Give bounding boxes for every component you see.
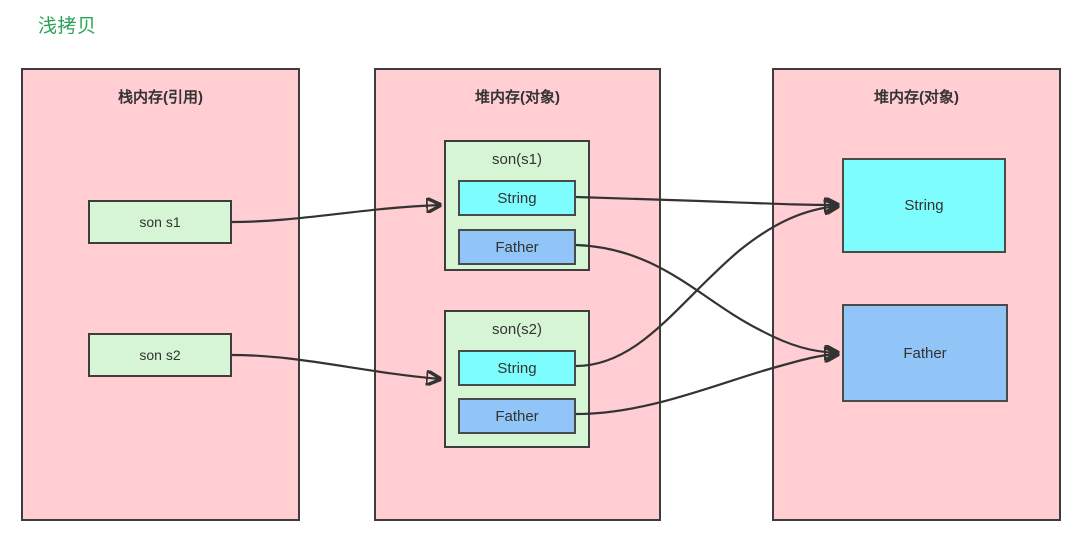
page-title: 浅拷贝 <box>38 16 97 37</box>
reference-box-son-s2[interactable]: son s2 <box>88 333 232 377</box>
object-group-son-s2[interactable]: son(s2) String Father <box>444 310 590 448</box>
panel-heap-values: 堆内存(对象) <box>772 68 1061 521</box>
heap-box-father[interactable]: Father <box>842 304 1008 402</box>
field-box-string[interactable]: String <box>458 180 576 216</box>
field-label: Father <box>495 238 539 256</box>
field-box-father[interactable]: Father <box>458 229 576 265</box>
field-box-string[interactable]: String <box>458 350 576 386</box>
panel-stack-memory: 栈内存(引用) <box>21 68 300 521</box>
reference-box-son-s1[interactable]: son s1 <box>88 200 232 244</box>
field-label: String <box>497 359 537 377</box>
panel-heap-objects: 堆内存(对象) <box>374 68 661 521</box>
heap-box-label: String <box>904 197 944 214</box>
heap-box-string[interactable]: String <box>842 158 1006 253</box>
object-group-title: son(s1) <box>491 151 543 168</box>
reference-label: son s1 <box>139 214 181 230</box>
field-label: String <box>497 189 537 207</box>
panel-title-heap-objects: 堆内存(对象) <box>475 89 560 106</box>
field-label: Father <box>495 407 539 425</box>
object-group-title: son(s2) <box>491 321 543 338</box>
heap-box-label: Father <box>903 344 947 362</box>
field-box-father[interactable]: Father <box>458 398 576 434</box>
object-group-son-s1[interactable]: son(s1) String Father <box>444 140 590 271</box>
panel-title-stack: 栈内存(引用) <box>118 89 203 106</box>
panel-title-heap-values: 堆内存(对象) <box>874 89 959 106</box>
reference-label: son s2 <box>139 347 181 363</box>
